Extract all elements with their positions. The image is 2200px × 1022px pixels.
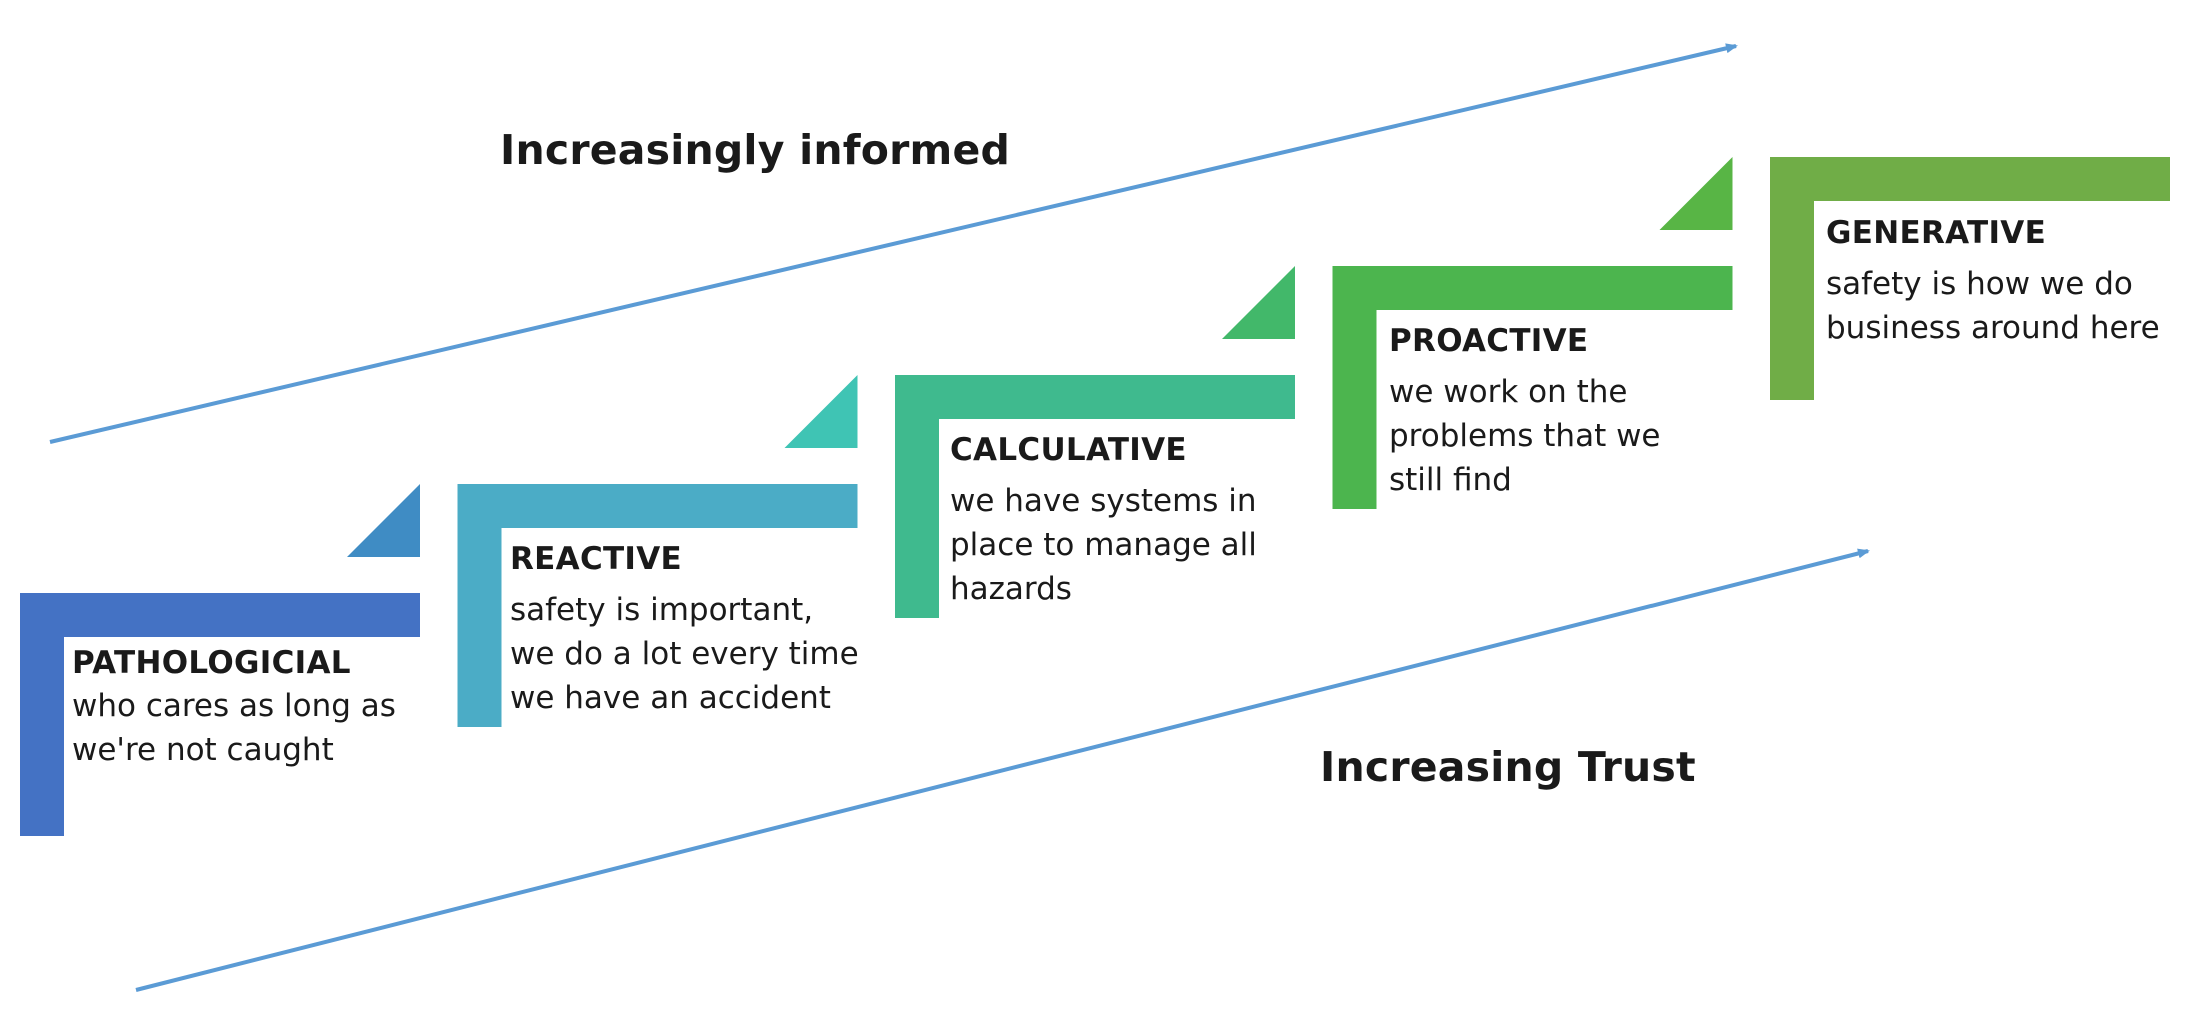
stage-description: safety is how we do business around here [1826,266,2160,346]
stage-description: who cares as long as we're not caught [72,688,396,768]
step-connector-triangle [347,484,420,557]
increasing-trust-label: Increasing Trust [1320,743,1696,791]
stage-generative: GENERATIVE safety is how we do business … [1826,212,2161,350]
stage-description: safety is important, we do a lot every t… [510,592,859,716]
increasingly-informed-label: Increasingly informed [500,126,1011,174]
trust-arrow [135,548,1870,992]
stage-title: CALCULATIVE [950,432,1187,468]
stage-calculative: CALCULATIVE we have systems in place to … [950,429,1290,611]
step-bracket-generative [1770,157,2170,400]
stage-title: REACTIVE [510,541,683,577]
stage-title: PROACTIVE [1389,323,1589,359]
step-connector-triangle [1659,157,1733,230]
stage-description: we have systems in place to manage all h… [950,483,1257,607]
stage-title: PATHOLOGICIAL [72,645,351,681]
step-bracket-pathological [20,593,420,836]
step-bracket-reactive [457,484,858,727]
step-connector-triangle [784,375,858,448]
stage-title: GENERATIVE [1826,215,2047,251]
step-bracket-proactive [1332,266,1733,509]
stage-pathological: PATHOLOGICIAL who cares as long as we're… [72,642,432,772]
stage-reactive: REACTIVE safety is important, we do a lo… [510,538,865,720]
step-bracket-calculative [895,375,1295,618]
stage-proactive: PROACTIVE we work on the problems that w… [1389,320,1714,502]
informed-arrow [49,43,1738,444]
stage-description: we work on the problems that we still fi… [1389,374,1661,498]
step-connector-triangle [1222,266,1295,339]
